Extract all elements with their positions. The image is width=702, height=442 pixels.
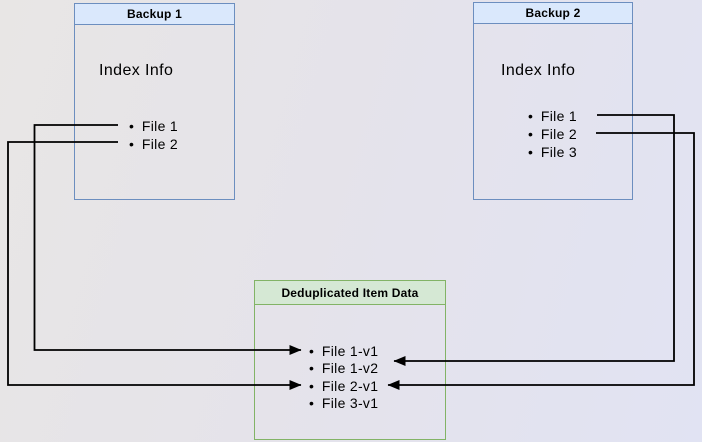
dedup-title: Deduplicated Item Data (281, 285, 419, 300)
list-item: • File 1-v1 (309, 342, 378, 360)
backup2-box: Backup 2 Index Info • File 1 • File 2 • … (473, 2, 633, 200)
backup1-box: Backup 1 Index Info • File 1 • File 2 (74, 3, 235, 200)
bullet-icon: • (309, 360, 314, 377)
backup2-title: Backup 2 (525, 6, 581, 20)
list-item: • File 3 (528, 143, 577, 161)
bullet-icon: • (309, 377, 314, 394)
backup2-header: Backup 2 (474, 3, 632, 24)
backup1-index-info-label: Index Info (99, 62, 174, 79)
file-version-label: File 1-v2 (321, 360, 379, 377)
bullet-icon: • (528, 108, 533, 124)
backup2-index-info-label: Index Info (501, 62, 576, 79)
list-item: • File 1 (528, 107, 577, 125)
dedup-box: Deduplicated Item Data • File 1-v1 • Fil… (254, 280, 446, 440)
bullet-icon: • (309, 395, 314, 412)
file-version-label: File 2-v1 (321, 377, 379, 394)
backup1-title: Backup 1 (127, 7, 182, 21)
dedup-header: Deduplicated Item Data (255, 281, 445, 305)
list-item: • File 3-v1 (309, 395, 378, 413)
bullet-icon: • (129, 118, 134, 134)
file-label: File 3 (540, 144, 577, 160)
file-version-label: File 3-v1 (321, 395, 379, 412)
bullet-icon: • (309, 342, 314, 359)
file-label: File 1 (540, 108, 577, 124)
file-label: File 2 (141, 136, 178, 152)
list-item: • File 1 (129, 117, 178, 135)
bullet-icon: • (528, 144, 533, 160)
file-label: File 1 (141, 118, 178, 134)
backup1-header: Backup 1 (75, 4, 234, 25)
list-item: • File 2-v1 (309, 377, 378, 395)
bullet-icon: • (528, 126, 533, 142)
list-item: • File 2 (129, 135, 178, 153)
bullet-icon: • (129, 136, 134, 152)
backup1-file-list: • File 1 • File 2 (129, 117, 178, 153)
backup2-file-list: • File 1 • File 2 • File 3 (528, 107, 577, 161)
list-item: • File 2 (528, 125, 577, 143)
file-version-label: File 1-v1 (321, 342, 379, 359)
list-item: • File 1-v2 (309, 360, 378, 378)
file-label: File 2 (540, 126, 577, 142)
dedup-item-list: • File 1-v1 • File 1-v2 • File 2-v1 • Fi… (309, 342, 378, 412)
